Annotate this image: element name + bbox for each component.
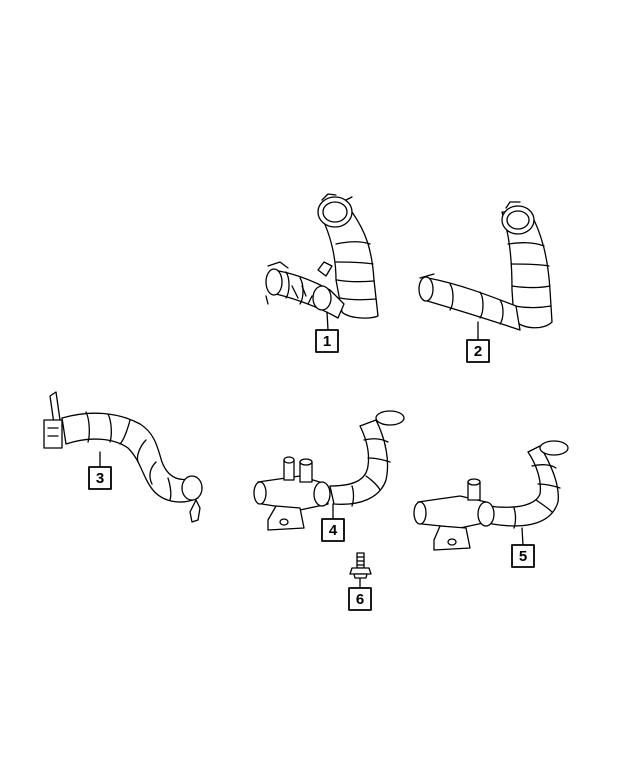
callout-3: 3 (88, 466, 112, 490)
part-2-hose-drawing (418, 201, 553, 331)
part-3-hose-drawing (43, 391, 203, 523)
callout-2: 2 (466, 339, 490, 363)
callout-leader-5 (521, 527, 524, 546)
callout-1-label: 1 (323, 333, 331, 350)
callout-1: 1 (315, 329, 339, 353)
callout-5: 5 (511, 544, 535, 568)
callout-2-label: 2 (474, 343, 482, 360)
part-5-hose-assembly-drawing (413, 440, 569, 551)
callout-4: 4 (321, 518, 345, 542)
callout-3-label: 3 (96, 470, 104, 487)
callout-4-label: 4 (329, 522, 338, 539)
part-1-hose-assembly-drawing (265, 193, 379, 319)
callout-6-label: 6 (356, 591, 364, 608)
callout-5-label: 5 (519, 548, 527, 565)
part-4-hose-assembly-drawing (253, 410, 405, 531)
callout-6: 6 (348, 587, 372, 611)
part-6-bolt-drawing (349, 552, 372, 579)
callout-leader-1 (326, 311, 329, 331)
